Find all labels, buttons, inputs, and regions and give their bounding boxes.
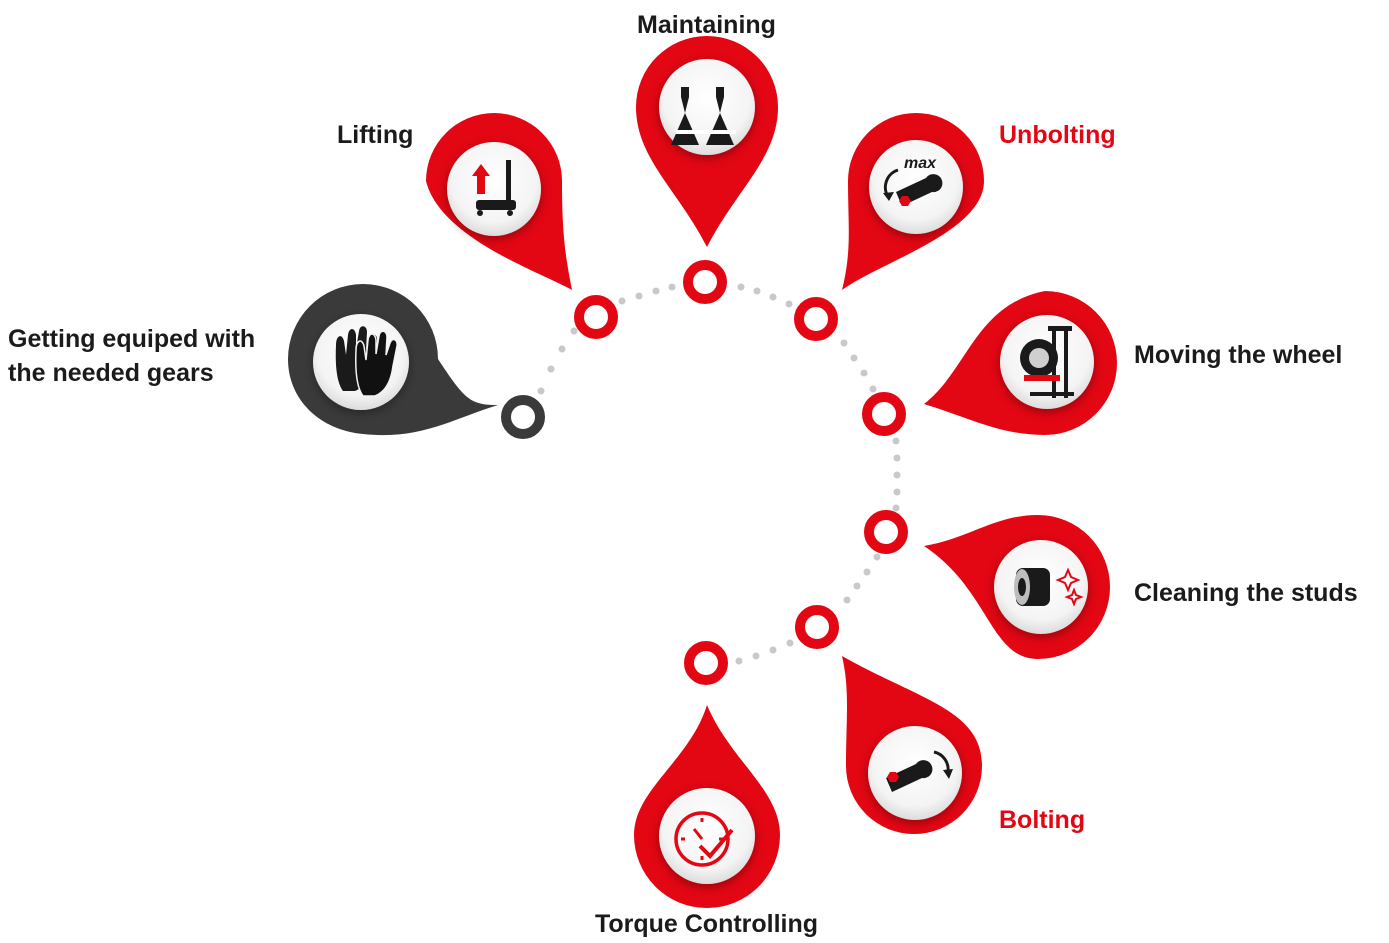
- connector-dots: [537, 283, 901, 665]
- label-torque-controlling: Torque Controlling: [594, 910, 819, 938]
- max-text: max: [904, 155, 937, 172]
- wrench-clockwise-icon: [886, 750, 953, 792]
- label-moving-wheel: Moving the wheel: [1134, 341, 1343, 369]
- floor-jack-icon: [472, 160, 516, 216]
- label-gears-line2: the needed gears: [8, 359, 214, 387]
- label-lifting: Lifting: [337, 121, 414, 149]
- pin-bolting: [842, 656, 982, 834]
- pin-torque: [634, 705, 780, 908]
- label-cleaning-studs: Cleaning the studs: [1134, 579, 1358, 607]
- torque-gauge-icon: [674, 811, 734, 867]
- node-rings: [501, 260, 908, 685]
- label-gears-line1: Getting equiped with: [8, 325, 256, 353]
- wrench-max-torque-icon: max: [883, 155, 943, 206]
- gloves-icon: [335, 326, 398, 397]
- label-maintaining: Maintaining: [637, 11, 776, 39]
- label-bolting: Bolting: [999, 806, 1086, 834]
- jack-stands-icon: [671, 87, 736, 145]
- pin-maintaining: [636, 36, 778, 247]
- wheel-dolly-icon: [1020, 326, 1074, 398]
- label-gears: Getting equiped with the needed gears: [8, 322, 255, 390]
- label-unbolting: Unbolting: [999, 121, 1116, 149]
- pin-unbolting: [842, 113, 984, 290]
- clean-stud-icon: [1014, 567, 1084, 607]
- pin-moving: [924, 291, 1117, 435]
